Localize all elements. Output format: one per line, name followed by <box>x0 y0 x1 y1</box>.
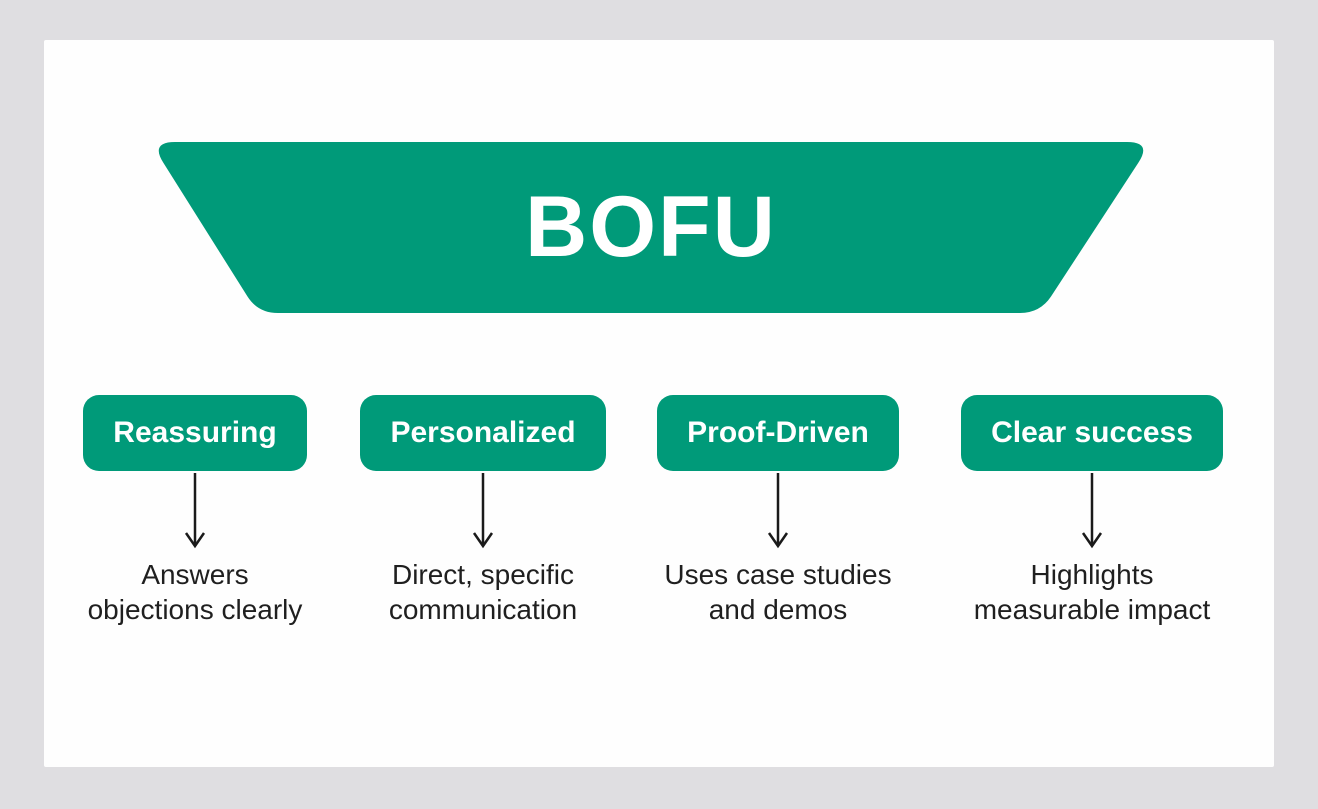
description-line: Highlights <box>1030 559 1154 590</box>
description-line: Answers <box>141 559 249 590</box>
attribute-label: Reassuring <box>113 416 277 449</box>
attribute-pill: Clear success <box>961 395 1223 471</box>
attribute-label: Clear success <box>991 416 1193 449</box>
funnel-stage-shape: BOFU <box>150 142 1152 313</box>
down-arrow-icon <box>767 473 789 549</box>
attribute-label: Proof-Driven <box>687 416 869 449</box>
attribute-pill: Personalized <box>360 395 606 471</box>
attribute-label: Personalized <box>390 416 576 449</box>
down-arrow-icon <box>184 473 206 549</box>
attribute-column-personalized: Personalized Direct, specific communicat… <box>333 395 633 627</box>
down-arrow-icon <box>472 473 494 549</box>
description-line: measurable impact <box>973 594 1211 625</box>
attribute-description: Answers objections clearly <box>88 557 303 627</box>
description-line: Uses case studies <box>664 559 892 590</box>
down-arrow-icon <box>1081 473 1103 549</box>
description-line: Direct, specific <box>391 559 575 590</box>
attribute-column-proof-driven: Proof-Driven Uses case studies and demos <box>628 395 928 627</box>
description-line: objections clearly <box>87 594 303 625</box>
attribute-description: Direct, specific communication <box>389 557 577 627</box>
diagram-card: BOFU Reassuring Answers objections clear… <box>44 40 1274 767</box>
attribute-column-clear-success: Clear success Highlights measurable impa… <box>942 395 1242 627</box>
attribute-pill: Reassuring <box>83 395 307 471</box>
funnel-stage-title: BOFU <box>525 179 777 275</box>
description-line: communication <box>388 594 578 625</box>
attribute-description: Highlights measurable impact <box>974 557 1211 627</box>
trapezoid-icon <box>158 142 1144 313</box>
attribute-description: Uses case studies and demos <box>664 557 891 627</box>
attribute-pill: Proof-Driven <box>657 395 899 471</box>
description-line: and demos <box>708 594 848 625</box>
attribute-column-reassuring: Reassuring Answers objections clearly <box>45 395 345 627</box>
